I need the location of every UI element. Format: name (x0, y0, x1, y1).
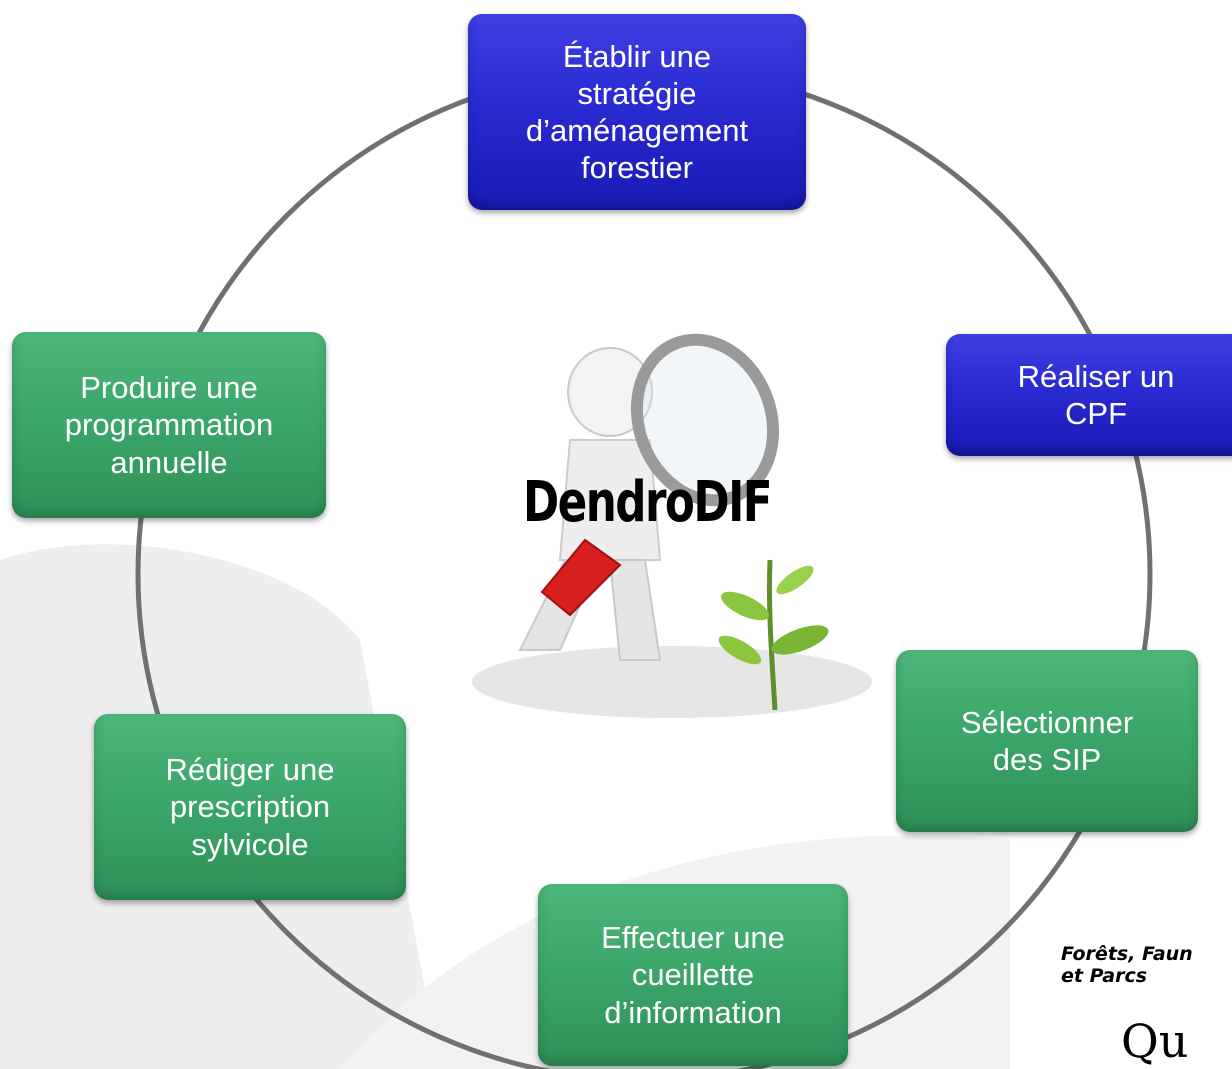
step-select-sip: Sélectionner des SIP (896, 650, 1198, 832)
step-collect-info: Effectuer une cueillette d’information (538, 884, 848, 1066)
center-title: DendroDIF (522, 470, 773, 535)
step-cpf: Réaliser un CPF (946, 334, 1232, 456)
province-wordmark: Qu (1121, 1014, 1189, 1068)
step-prescription: Rédiger une prescription sylvicole (94, 714, 406, 900)
ministry-name: Forêts, Faun et Parcs (1061, 943, 1193, 987)
step-programmation: Produire une programmation annuelle (12, 332, 326, 518)
seedling-illustration (718, 559, 829, 711)
step-strategy: Établir une stratégie d’aménagement fore… (468, 14, 806, 210)
